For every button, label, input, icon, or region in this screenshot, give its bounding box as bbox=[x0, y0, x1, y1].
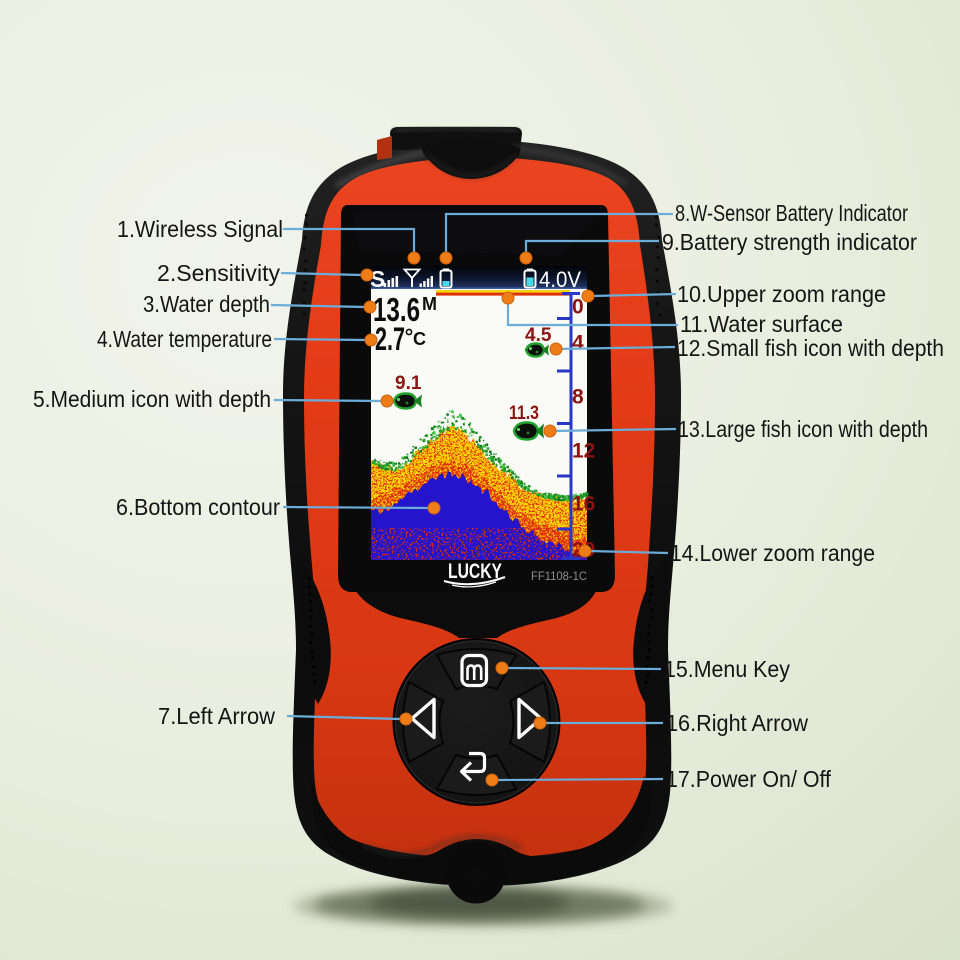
svg-text:8: 8 bbox=[572, 386, 584, 409]
svg-text:8.W-Sensor Battery Indicator: 8.W-Sensor Battery Indicator bbox=[675, 200, 908, 226]
svg-text:M: M bbox=[422, 294, 437, 314]
svg-text:12: 12 bbox=[572, 440, 595, 463]
svg-text:10.Upper zoom range: 10.Upper zoom range bbox=[677, 281, 886, 307]
svg-text:7.Left Arrow: 7.Left Arrow bbox=[158, 703, 275, 729]
svg-text:2.Sensitivity: 2.Sensitivity bbox=[157, 260, 280, 286]
svg-text:C: C bbox=[413, 329, 426, 349]
svg-text:9.Battery strength indicator: 9.Battery strength indicator bbox=[662, 229, 917, 255]
svg-text:6.Bottom contour: 6.Bottom contour bbox=[116, 494, 280, 520]
svg-text:15.Menu Key: 15.Menu Key bbox=[664, 656, 790, 682]
svg-text:4.5: 4.5 bbox=[525, 325, 552, 346]
svg-text:0: 0 bbox=[572, 296, 584, 319]
svg-text:12.Small fish icon with depth: 12.Small fish icon with depth bbox=[677, 335, 944, 361]
svg-text:FF1108-1C: FF1108-1C bbox=[531, 569, 587, 583]
svg-text:16.Right Arrow: 16.Right Arrow bbox=[666, 710, 808, 736]
svg-text:3.Water depth: 3.Water depth bbox=[143, 291, 270, 317]
svg-text:1.Wireless Signal: 1.Wireless Signal bbox=[117, 216, 283, 242]
svg-text:4: 4 bbox=[572, 332, 584, 355]
svg-text:2.7: 2.7 bbox=[375, 321, 405, 357]
svg-text:LUCKY: LUCKY bbox=[448, 560, 502, 583]
svg-text:9.1: 9.1 bbox=[395, 373, 422, 394]
svg-text:11.3: 11.3 bbox=[509, 403, 539, 424]
svg-text:4.0V: 4.0V bbox=[539, 267, 581, 292]
svg-text:5.Medium icon with depth: 5.Medium icon with depth bbox=[33, 386, 271, 412]
svg-text:13.Large fish icon with depth: 13.Large fish icon with depth bbox=[678, 416, 928, 442]
svg-text:S: S bbox=[370, 266, 385, 292]
svg-text:16: 16 bbox=[572, 493, 595, 516]
svg-text:17.Power On/ Off: 17.Power On/ Off bbox=[666, 766, 832, 792]
svg-text:14.Lower zoom range: 14.Lower zoom range bbox=[670, 540, 875, 566]
svg-text:11.Water surface: 11.Water surface bbox=[680, 311, 843, 337]
svg-text:13.6: 13.6 bbox=[373, 291, 420, 328]
svg-text:4.Water temperature: 4.Water temperature bbox=[97, 326, 272, 352]
